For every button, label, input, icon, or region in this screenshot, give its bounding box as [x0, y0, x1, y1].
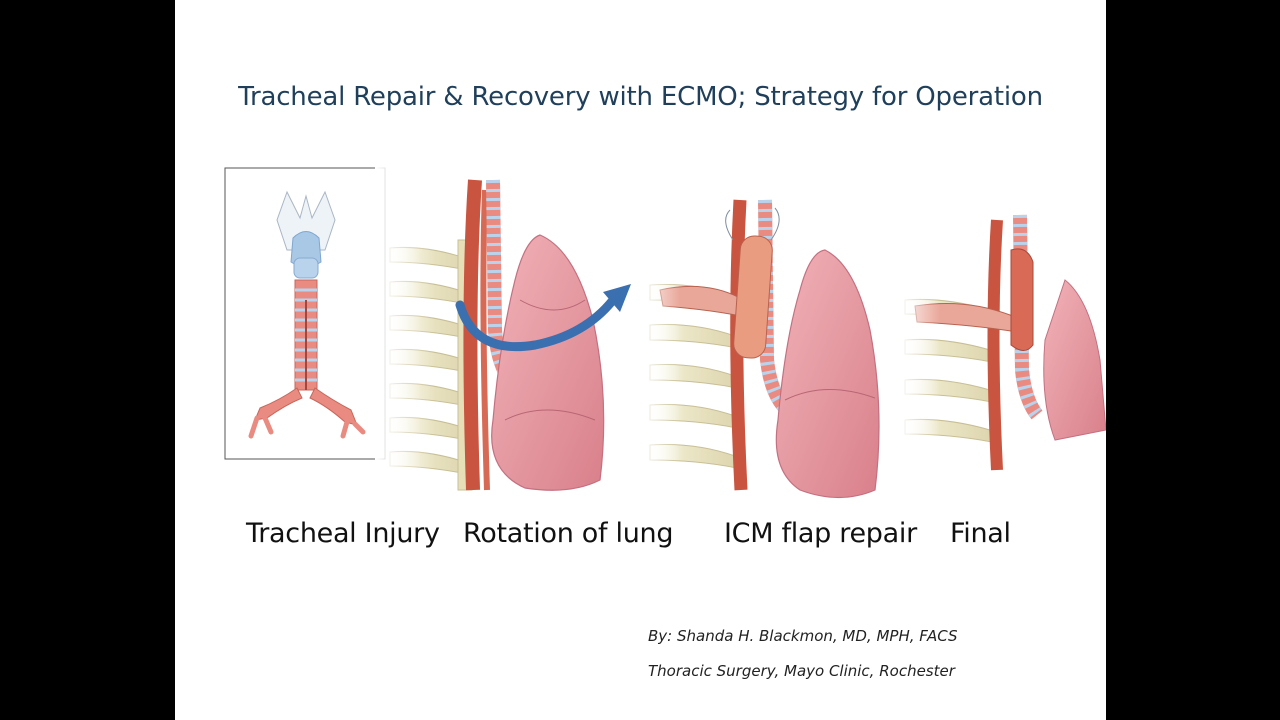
slide-title: Tracheal Repair & Recovery with ECMO; St… [238, 82, 1043, 112]
caption-icm-flap-repair: ICM flap repair [724, 518, 917, 549]
slide: Tracheal Repair & Recovery with ECMO; St… [175, 0, 1106, 720]
icm-flap-repair-illustration [635, 180, 880, 500]
lung-rotation-illustration [375, 160, 631, 500]
caption-tracheal-injury: Tracheal Injury [246, 518, 440, 549]
credit-author: By: Shanda H. Blackmon, MD, MPH, FACS [648, 627, 958, 645]
caption-rotation-of-lung: Rotation of lung [463, 518, 674, 549]
anatomy-illustrations [224, 160, 1106, 500]
credit-affiliation: Thoracic Surgery, Mayo Clinic, Rochester [648, 662, 955, 680]
final-repair-illustration [895, 190, 1106, 490]
caption-final: Final [950, 518, 1011, 549]
tracheal-injury-illustration [224, 167, 386, 460]
